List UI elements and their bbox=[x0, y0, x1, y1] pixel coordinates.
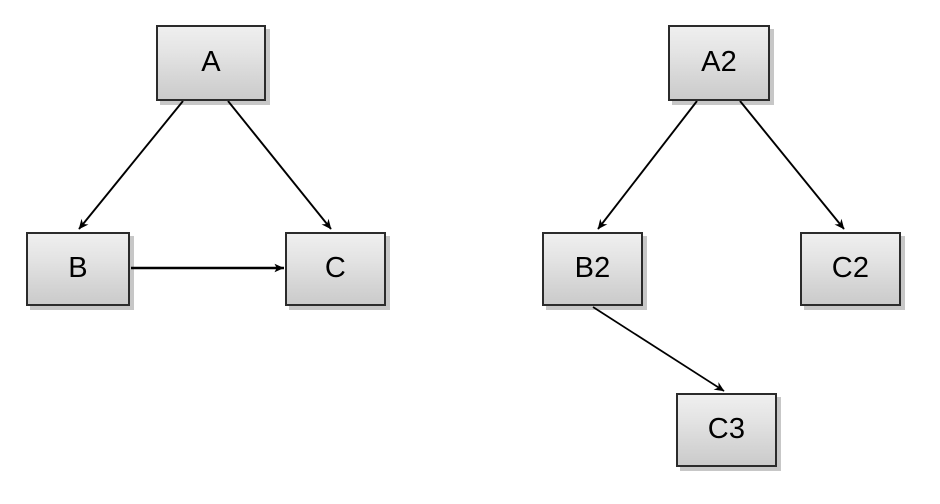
node-c3-label: C3 bbox=[707, 412, 746, 445]
edge-a-to-c bbox=[227, 100, 332, 230]
node-c[interactable]: C bbox=[285, 232, 386, 306]
node-b2[interactable]: B2 bbox=[542, 232, 643, 306]
edge-a2-to-b2 bbox=[597, 100, 698, 230]
node-a[interactable]: A bbox=[156, 25, 266, 101]
node-c-label: C bbox=[324, 251, 347, 284]
node-c3[interactable]: C3 bbox=[676, 393, 777, 467]
node-b-label: B bbox=[68, 251, 88, 284]
node-a2[interactable]: A2 bbox=[668, 25, 770, 101]
node-c2-label: C2 bbox=[831, 251, 870, 284]
edge-a2-to-c2 bbox=[739, 100, 845, 230]
node-a2-label: A2 bbox=[701, 45, 737, 78]
node-b2-label: B2 bbox=[574, 251, 611, 284]
node-b[interactable]: B bbox=[26, 232, 130, 306]
node-c2[interactable]: C2 bbox=[800, 232, 901, 306]
edge-a-to-b bbox=[78, 100, 184, 230]
node-a-label: A bbox=[201, 45, 221, 78]
edge-b2-to-c3 bbox=[592, 306, 725, 392]
